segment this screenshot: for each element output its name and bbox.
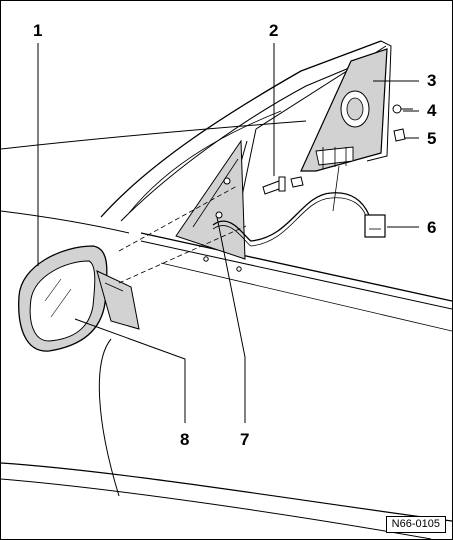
- figure-code: N66-0105: [385, 516, 446, 533]
- fasteners: [262, 104, 413, 195]
- callout-1: 1: [33, 21, 42, 40]
- inner-trim-panel: [300, 48, 388, 212]
- mirror-triangle-trim: [175, 139, 246, 272]
- car-body: [1, 40, 452, 539]
- callout-6: 6: [427, 218, 436, 237]
- callout-4: 4: [427, 101, 437, 120]
- mirror-housing: [18, 185, 247, 352]
- callout-7: 7: [240, 430, 249, 449]
- callout-2: 2: [269, 21, 278, 40]
- connector-plug: [364, 214, 386, 238]
- callout-5: 5: [427, 129, 436, 148]
- leader-lines: [37, 43, 419, 423]
- callout-labels: 1 2 3 4 5 6 7 8: [33, 21, 437, 449]
- callout-8: 8: [180, 430, 189, 449]
- wiring-harness: [212, 192, 386, 247]
- callout-3: 3: [427, 71, 436, 90]
